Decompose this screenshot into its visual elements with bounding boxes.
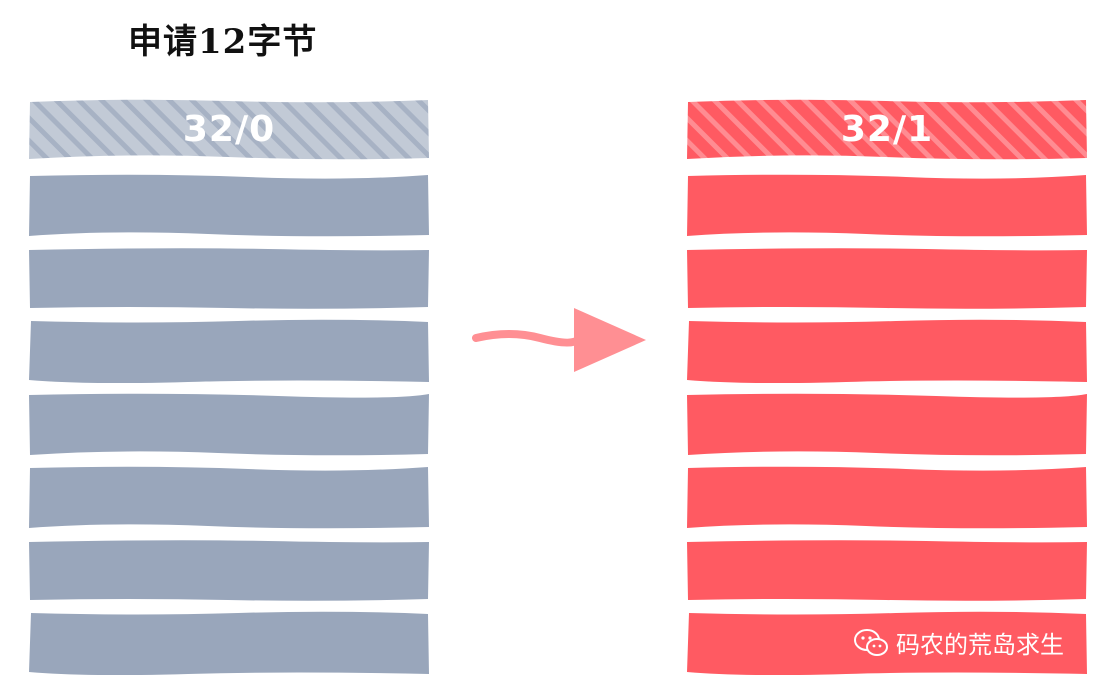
free-chunk-row <box>28 392 430 456</box>
used-chunk-row-shape <box>687 466 1087 529</box>
memory-block-used: 32/1 <box>686 98 1088 678</box>
used-chunk-row-shape <box>687 540 1087 601</box>
free-chunk-row-shape <box>29 466 429 529</box>
header-label-used: 32/1 <box>840 108 934 150</box>
header-chunk-free: 32/0 <box>28 98 430 160</box>
free-chunk-row <box>28 538 430 602</box>
watermark-text: 码农的荒岛求生 <box>896 631 1064 659</box>
free-chunk-row <box>28 319 430 383</box>
wechat-icon <box>854 628 888 656</box>
free-chunk-row-shape <box>29 248 429 309</box>
used-chunk-row <box>686 173 1088 237</box>
memory-block-free: 32/0 <box>28 98 430 678</box>
used-chunk-row <box>686 538 1088 602</box>
used-chunk-row <box>686 465 1088 529</box>
header-label-free: 32/0 <box>182 108 276 150</box>
header-hatch-used <box>687 99 1087 160</box>
free-chunk-row <box>28 173 430 237</box>
page-title: 申请12字节 <box>128 22 318 62</box>
free-chunk-row-shape <box>29 540 429 601</box>
used-chunk-row <box>686 392 1088 456</box>
free-chunk-row-shape <box>29 393 429 456</box>
used-chunk-row <box>686 319 1088 383</box>
header-hatch-free <box>29 99 429 160</box>
arrow-right-icon <box>472 308 646 372</box>
free-chunk-row-shape <box>29 174 429 237</box>
free-chunk-row-shape <box>29 319 429 383</box>
used-chunk-row-shape <box>687 248 1087 309</box>
free-chunk-row-shape <box>29 611 429 675</box>
used-chunk-row-shape <box>687 393 1087 456</box>
watermark: 码农的荒岛求生 <box>854 625 1064 660</box>
header-chunk-used: 32/1 <box>686 98 1088 160</box>
used-chunk-row-shape <box>687 174 1087 237</box>
free-chunk-row <box>28 611 430 675</box>
free-chunk-row <box>28 246 430 310</box>
free-chunk-row <box>28 465 430 529</box>
used-chunk-row-shape <box>687 319 1087 383</box>
used-chunk-row <box>686 246 1088 310</box>
